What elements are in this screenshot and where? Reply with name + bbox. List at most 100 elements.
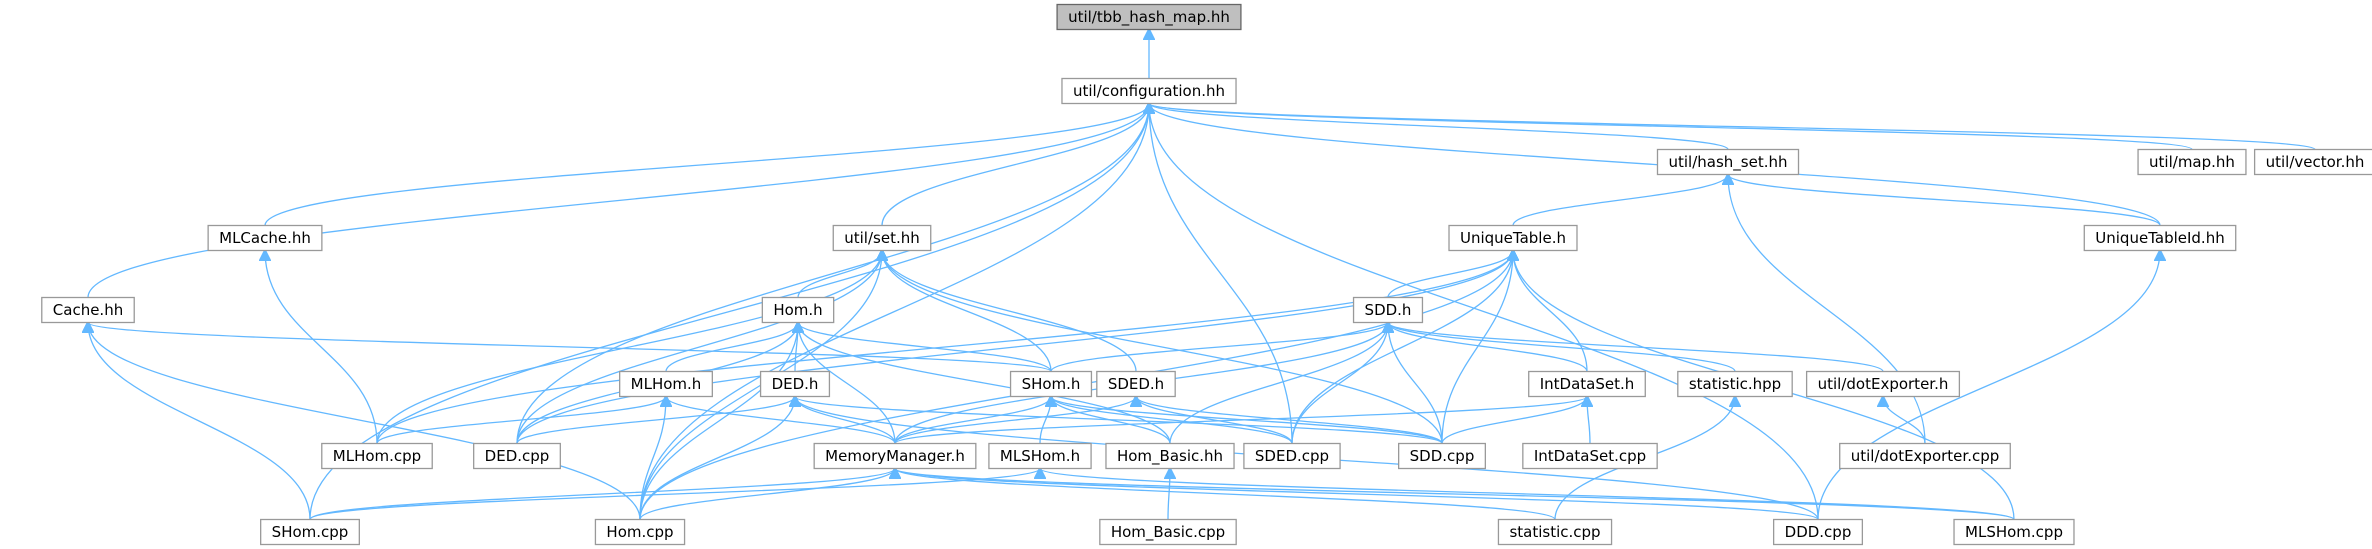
node-sded-h[interactable]: SDED.h [1096, 370, 1176, 398]
edge-shom_h-to-sdd [1050, 323, 1388, 373]
edge-shom_h-to-hom [798, 323, 1052, 372]
node-statistic[interactable]: statistic.hpp [1677, 370, 1793, 398]
node-map[interactable]: util/map.hh [2137, 148, 2247, 176]
edge-ded_cpp-to-set [516, 251, 882, 444]
node-label: Hom_Basic.hh [1117, 447, 1223, 466]
node-box [1805, 370, 1961, 398]
node-label: MLCache.hh [219, 229, 311, 247]
edge-intdataset-to-unique [1513, 251, 1588, 372]
node-mlcache[interactable]: MLCache.hh [207, 224, 323, 252]
edge-sded_h-to-set [882, 251, 1137, 372]
node-label: DED.cpp [485, 447, 550, 465]
edge-hom_cpp-to-cache [88, 323, 641, 520]
node-unique[interactable]: UniqueTable.h [1448, 224, 1578, 252]
node-intds-cpp[interactable]: IntDataSet.cpp [1522, 442, 1658, 470]
edge-shom_cpp-to-mlshom_h [309, 469, 1040, 521]
edge-uniqueid-to-hashset [1728, 175, 2161, 227]
node-uniqueid[interactable]: UniqueTableId.hh [2083, 224, 2237, 252]
edge-unique-to-hashset [1512, 175, 1728, 226]
edge-sded_cpp-to-sded_h [1136, 397, 1293, 444]
node-box [1839, 442, 2011, 470]
node-label: statistic.cpp [1509, 523, 1600, 541]
node-box [2137, 148, 2247, 176]
node-label: IntDataSet.cpp [1534, 447, 1646, 465]
node-label: util/vector.hh [2266, 153, 2365, 171]
node-box [594, 518, 686, 546]
node-box [1009, 370, 1093, 398]
node-sdd-cpp[interactable]: SDD.cpp [1398, 442, 1486, 470]
node-set[interactable]: util/set.hh [832, 224, 932, 252]
node-dotexp[interactable]: util/dotExporter.h [1805, 370, 1961, 398]
edge-ded_cpp-to-unique [516, 251, 1513, 444]
node-label: util/dotExporter.h [1818, 375, 1949, 393]
node-label: util/dotExporter.cpp [1851, 447, 2000, 465]
node-hom-cpp[interactable]: Hom.cpp [594, 518, 686, 546]
node-label: Hom.cpp [606, 523, 673, 541]
edge-sded_cpp-to-unique [1291, 251, 1513, 444]
node-box [1061, 77, 1237, 105]
node-memmgr[interactable]: MemoryManager.h [813, 442, 977, 470]
edge-hashset-to-config [1149, 104, 1729, 151]
edge-shom_cpp-to-memmgr [309, 469, 895, 521]
edge-uniqueid-to-config [1149, 104, 2161, 226]
edge-memmgr-to-mlhom_h [666, 397, 896, 444]
edge-shom_h-to-cache [88, 323, 1052, 373]
node-hombasic-hh[interactable]: Hom_Basic.hh [1105, 442, 1235, 470]
node-hashset[interactable]: util/hash_set.hh [1656, 148, 1800, 176]
edge-hom_cpp-to-memmgr [639, 469, 895, 520]
node-label: util/map.hh [2149, 153, 2235, 171]
node-box [1352, 296, 1424, 324]
node-ded-h[interactable]: DED.h [759, 370, 831, 398]
node-box [207, 224, 323, 252]
node-mlshom-cpp[interactable]: MLSHom.cpp [1953, 518, 2075, 546]
node-ded-cpp[interactable]: DED.cpp [473, 442, 561, 470]
node-intdataset[interactable]: IntDataSet.h [1528, 370, 1646, 398]
edge-mlhom_cpp-to-set [376, 251, 882, 444]
edge-stat_cpp-to-memmgr [895, 469, 1556, 521]
edge-vector-to-config [1149, 104, 2316, 151]
node-cache[interactable]: Cache.hh [41, 296, 135, 324]
node-label: Hom_Basic.cpp [1111, 523, 1225, 542]
edge-ded_cpp-to-ded_h [516, 397, 795, 444]
edge-ddd_cpp-to-uniqueid [1817, 251, 2160, 520]
node-shom-cpp[interactable]: SHom.cpp [260, 518, 360, 546]
edge-hom_cpp-to-config [639, 104, 1149, 520]
node-mlhom-h[interactable]: MLHom.h [619, 370, 713, 398]
node-box [759, 370, 831, 398]
node-stat-cpp[interactable]: statistic.cpp [1497, 518, 1613, 546]
edge-ddd_cpp-to-config [1149, 104, 1819, 520]
node-label: IntDataSet.h [1540, 375, 1635, 393]
node-shom-h[interactable]: SHom.h [1009, 370, 1093, 398]
node-label: SDED.h [1108, 375, 1164, 393]
node-ddd-cpp[interactable]: DDD.cpp [1772, 518, 1864, 546]
node-mlhom-cpp[interactable]: MLHom.cpp [321, 442, 433, 470]
node-box [1953, 518, 2075, 546]
node-sdd[interactable]: SDD.h [1352, 296, 1424, 324]
node-dotexp-cpp[interactable]: util/dotExporter.cpp [1839, 442, 2011, 470]
node-label: UniqueTableId.hh [2095, 229, 2224, 247]
node-label: MLSHom.cpp [1965, 523, 2063, 541]
node-sded-cpp[interactable]: SDED.cpp [1243, 442, 1341, 470]
edge-sded_cpp-to-shom_h [1051, 397, 1293, 444]
edge-dotexp_cpp-to-hashset [1728, 175, 1926, 444]
node-mlshom-h[interactable]: MLSHom.h [988, 442, 1092, 470]
node-hom[interactable]: Hom.h [761, 296, 835, 324]
node-label: MLSHom.h [1000, 447, 1080, 465]
edge-hom_cpp-to-mlhom_h [639, 397, 666, 520]
node-box [832, 224, 932, 252]
edge-shom_cpp-to-cache [88, 323, 311, 520]
edge-sdd_cpp-to-unique [1441, 251, 1513, 444]
edge-hombasic_hh-to-sdd [1169, 323, 1388, 444]
node-hombasic-cpp[interactable]: Hom_Basic.cpp [1099, 518, 1237, 546]
edge-ddd_cpp-to-memmgr [895, 469, 1819, 521]
node-config[interactable]: util/configuration.hh [1061, 77, 1237, 105]
node-label: util/configuration.hh [1073, 82, 1225, 100]
edge-mlhom_cpp-to-mlhom_h [376, 397, 666, 444]
edge-memmgr-to-hom [798, 323, 896, 444]
node-layer: util/tbb_hash_map.hhutil/configuration.h… [41, 3, 2372, 546]
node-box [473, 442, 561, 470]
node-vector[interactable]: util/vector.hh [2253, 148, 2372, 176]
node-box [619, 370, 713, 398]
node-label: DDD.cpp [1785, 523, 1852, 541]
